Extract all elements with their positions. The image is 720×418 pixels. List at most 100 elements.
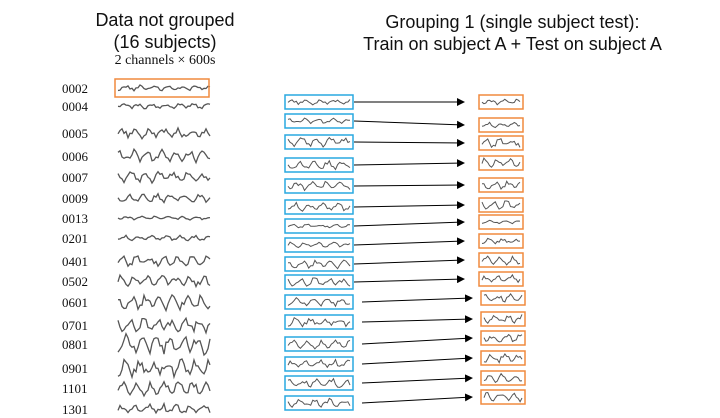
test-signal-0002: [481, 98, 521, 106]
train-box-0201: [284, 237, 354, 253]
left-title-line1: Data not grouped: [95, 10, 235, 30]
test-box-0601: [480, 290, 526, 306]
arrow-0009: [353, 201, 465, 210]
left-title-line2: (16 subjects): [113, 32, 217, 52]
left-panel-title: Data not grouped (16 subjects): [70, 9, 260, 53]
test-box-0009: [478, 197, 524, 213]
train-signal-0002: [287, 99, 351, 106]
train-signal-0007: [287, 180, 351, 192]
test-signal-1301: [483, 391, 523, 403]
test-box-0007: [478, 177, 524, 193]
subject-label-0401: 0401: [62, 254, 88, 269]
subject-label-0502: 0502: [62, 274, 88, 289]
arrow-0601: [361, 294, 473, 303]
train-signal-0006: [287, 159, 351, 171]
train-box-0701: [284, 314, 354, 330]
train-column: [284, 94, 354, 411]
train-box-0007: [284, 178, 354, 194]
arrow-0007: [353, 181, 465, 190]
train-box-0002: [284, 94, 354, 110]
subject-label-1101: 1101: [62, 381, 88, 396]
test-signal-0006: [481, 157, 521, 168]
train-signal-0701: [287, 316, 351, 328]
test-signal-0013: [481, 219, 521, 225]
test-box-0201: [478, 233, 524, 249]
train-signal-1301: [287, 397, 351, 408]
arrow-0201: [353, 237, 465, 246]
train-box-0502: [284, 274, 354, 290]
train-signal-0013: [287, 223, 351, 229]
test-signal-0502: [481, 273, 521, 284]
subject-label-0009: 0009: [62, 191, 88, 206]
arrow-0004: [353, 120, 465, 129]
test-signal-0201: [481, 237, 520, 245]
test-signal-0004: [481, 121, 521, 129]
arrow-column: [353, 98, 473, 404]
test-signal-0801: [483, 333, 523, 343]
test-box-1101: [480, 370, 526, 386]
right-title-line1: Grouping 1 (single subject test):: [385, 12, 640, 32]
train-box-1301: [284, 395, 354, 411]
test-box-0401: [478, 252, 524, 268]
test-signal-0007: [482, 180, 521, 191]
signal-0013: [117, 215, 211, 221]
subject-label-0201: 0201: [62, 231, 88, 246]
arrow-0901: [361, 354, 473, 365]
test-box-0701: [480, 311, 526, 327]
train-signal-0004: [287, 117, 350, 125]
train-signal-0502: [287, 277, 351, 287]
signal-0601: [118, 292, 211, 313]
train-signal-0901: [287, 358, 351, 369]
subject-labels: 0002 0004 0005 0006 0007 0009 0013 0201 0401 0502…: [62, 81, 89, 417]
signal-1101: [117, 379, 211, 398]
test-signal-0009: [481, 200, 521, 210]
train-signal-0009: [287, 201, 351, 212]
train-box-1101: [284, 375, 354, 391]
signal-0901: [117, 357, 211, 380]
signal-0201: [117, 234, 211, 242]
subject-label-0901: 0901: [62, 361, 88, 376]
test-signal-0901: [483, 352, 523, 364]
signal-0005: [117, 126, 211, 141]
subject-label-0013: 0013: [62, 211, 88, 226]
left-panel-subtitle: 2 channels × 600s: [114, 53, 216, 68]
arrow-0701: [361, 315, 473, 324]
test-signal-0401: [481, 255, 521, 266]
subject-label-0601: 0601: [62, 295, 88, 310]
signal-0502: [117, 273, 211, 289]
subject-signals: [114, 78, 211, 415]
train-signal-1101: [287, 377, 351, 388]
train-signal-0801: [287, 339, 351, 350]
arrow-0006: [353, 159, 465, 168]
test-signal-0005: [481, 138, 521, 149]
subject-label-0801: 0801: [62, 337, 88, 352]
subject-label-0004: 0004: [62, 99, 89, 114]
signal-0004: [117, 102, 211, 110]
signal-0801: [117, 331, 211, 357]
arrow-0013: [353, 218, 465, 227]
arrow-0401: [353, 256, 465, 265]
train-box-0004: [284, 113, 354, 129]
signal-0006: [117, 147, 211, 165]
test-box-0005: [478, 135, 524, 151]
signal-0002: [117, 84, 211, 92]
signal-0009: [117, 192, 211, 204]
train-signal-0601: [287, 296, 351, 308]
subject-label-1301: 1301: [62, 402, 88, 417]
subject-label-0006: 0006: [62, 149, 89, 164]
subject-label-0005: 0005: [62, 126, 88, 141]
test-box-0901: [480, 350, 526, 366]
highlight-box-0002: [114, 78, 210, 98]
arrow-0005: [353, 138, 465, 147]
test-signal-0701: [483, 314, 523, 325]
subject-label-0002: 0002: [62, 81, 88, 96]
signal-0007: [117, 170, 211, 185]
signal-0401: [117, 254, 211, 268]
test-box-0004: [478, 117, 524, 133]
subject-label-0007: 0007: [62, 170, 89, 185]
arrow-1101: [361, 374, 473, 384]
train-box-0401: [284, 256, 354, 272]
arrow-0801: [361, 334, 473, 345]
